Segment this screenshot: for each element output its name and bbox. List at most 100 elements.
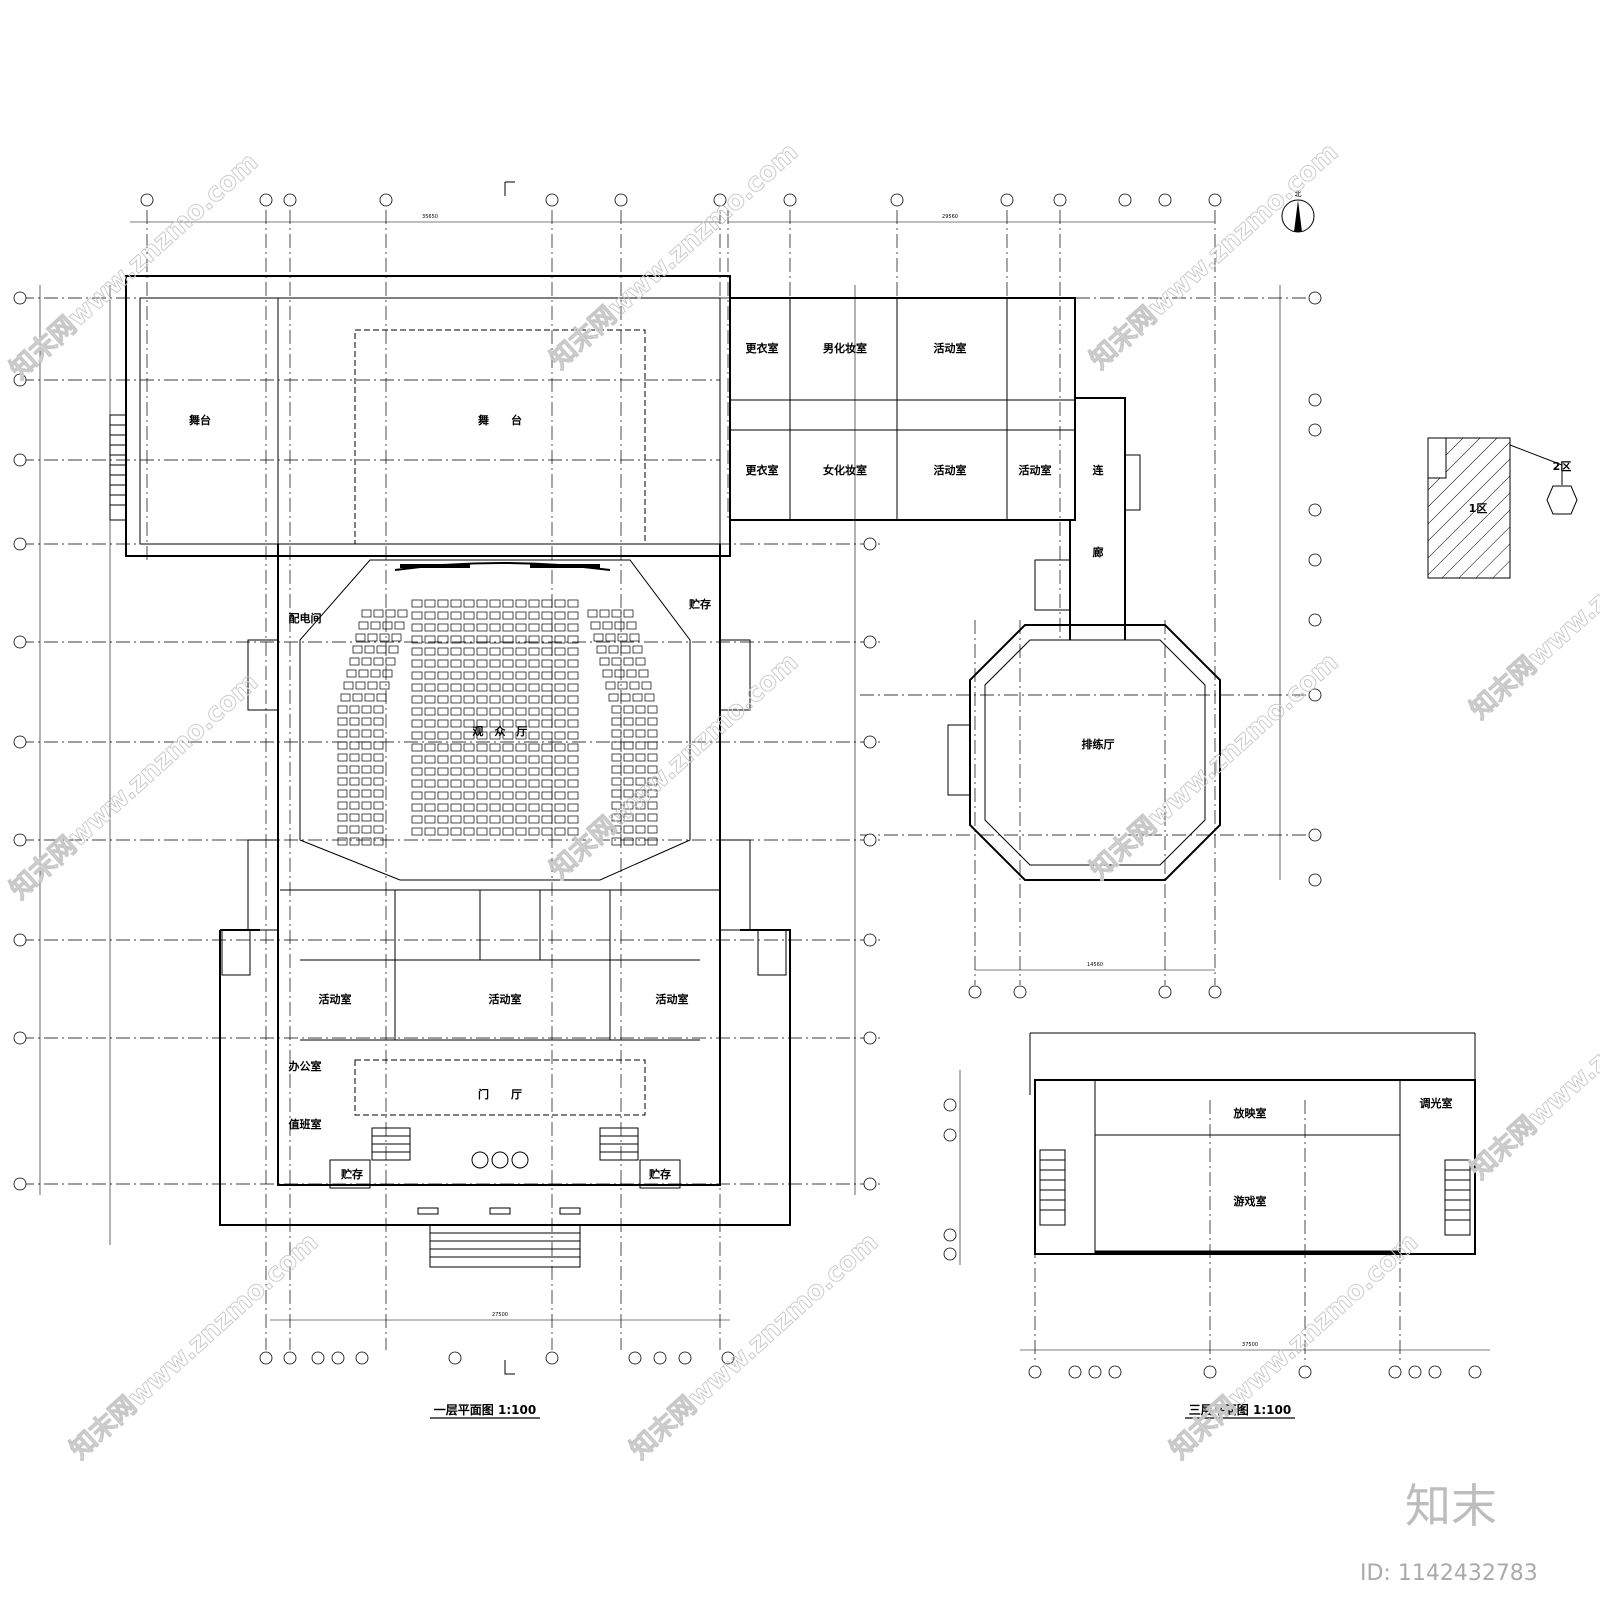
seat	[489, 731, 501, 740]
seat	[515, 779, 527, 788]
seat	[340, 693, 351, 702]
seat	[502, 647, 514, 656]
seat	[590, 621, 601, 630]
seat	[352, 645, 363, 654]
seat	[554, 659, 566, 668]
seat	[437, 611, 449, 620]
seat	[373, 777, 384, 786]
seat	[450, 611, 462, 620]
seat	[463, 599, 475, 608]
seat	[411, 767, 423, 776]
plan1: 舞台 舞 台 观 众 厅 配电间 贮存 活动室 活动室 活动室 办公室 值班室 …	[13, 181, 1322, 1419]
label-storage-bl: 贮存	[340, 1167, 363, 1181]
seat	[373, 717, 384, 726]
plan3-dim-total: 37500	[1242, 1342, 1258, 1348]
seat	[424, 779, 436, 788]
seat	[623, 837, 634, 846]
seat	[623, 777, 634, 786]
seat	[397, 609, 408, 618]
label-makeup-m: 男化妆室	[823, 341, 867, 355]
seat	[554, 803, 566, 812]
seat	[476, 647, 488, 656]
seat	[489, 611, 501, 620]
seat	[358, 669, 369, 678]
seat	[623, 717, 634, 726]
seat	[358, 621, 369, 630]
seat	[385, 609, 396, 618]
seat	[476, 791, 488, 800]
north-wing-outline	[729, 297, 1076, 521]
seat	[361, 825, 372, 834]
seat	[489, 803, 501, 812]
seat	[361, 729, 372, 738]
seat	[424, 719, 436, 728]
seat	[476, 707, 488, 716]
seat	[635, 801, 646, 810]
label-makeup-f: 女化妆室	[823, 463, 867, 477]
seat	[554, 791, 566, 800]
seat	[567, 743, 579, 752]
seat	[623, 657, 634, 666]
seat	[528, 707, 540, 716]
seat	[614, 669, 625, 678]
seat	[437, 671, 449, 680]
seat	[463, 635, 475, 644]
seat	[489, 719, 501, 728]
seat	[337, 717, 348, 726]
seat	[599, 609, 610, 618]
seat	[450, 731, 462, 740]
seat	[463, 671, 475, 680]
seat	[364, 693, 375, 702]
seat	[463, 695, 475, 704]
seat	[515, 635, 527, 644]
seat	[349, 657, 360, 666]
label-dressing-1: 更衣室	[746, 341, 779, 355]
seat	[489, 767, 501, 776]
seat	[541, 647, 553, 656]
seat	[515, 623, 527, 632]
seat	[554, 611, 566, 620]
seat	[541, 719, 553, 728]
seat	[641, 681, 652, 690]
seat	[623, 801, 634, 810]
seat	[528, 743, 540, 752]
seat	[647, 753, 658, 762]
seat	[489, 599, 501, 608]
seat	[424, 791, 436, 800]
seat	[515, 671, 527, 680]
seat	[476, 635, 488, 644]
seat	[411, 611, 423, 620]
seat	[502, 791, 514, 800]
seat	[450, 767, 462, 776]
watermark-text: 知末网www.znzmo.com	[5, 147, 265, 385]
seat	[411, 695, 423, 704]
seat	[424, 695, 436, 704]
seat	[361, 741, 372, 750]
seat	[337, 837, 348, 846]
seat	[567, 659, 579, 668]
seat	[635, 777, 646, 786]
seat	[463, 647, 475, 656]
seat	[629, 681, 640, 690]
seat	[463, 815, 475, 824]
seat	[463, 827, 475, 836]
label-activity-mid: 活动室	[489, 992, 522, 1006]
seat	[373, 765, 384, 774]
seat	[567, 671, 579, 680]
label-lobby: 门 厅	[478, 1087, 522, 1101]
seat	[489, 671, 501, 680]
seat	[541, 779, 553, 788]
seat	[463, 611, 475, 620]
label-rehearsal: 排练厅	[1082, 737, 1115, 751]
seat	[476, 611, 488, 620]
seat	[411, 827, 423, 836]
seat	[450, 791, 462, 800]
seat	[424, 671, 436, 680]
seat	[373, 825, 384, 834]
seat	[355, 633, 366, 642]
seat	[349, 837, 360, 846]
seat	[437, 719, 449, 728]
seat	[541, 659, 553, 668]
